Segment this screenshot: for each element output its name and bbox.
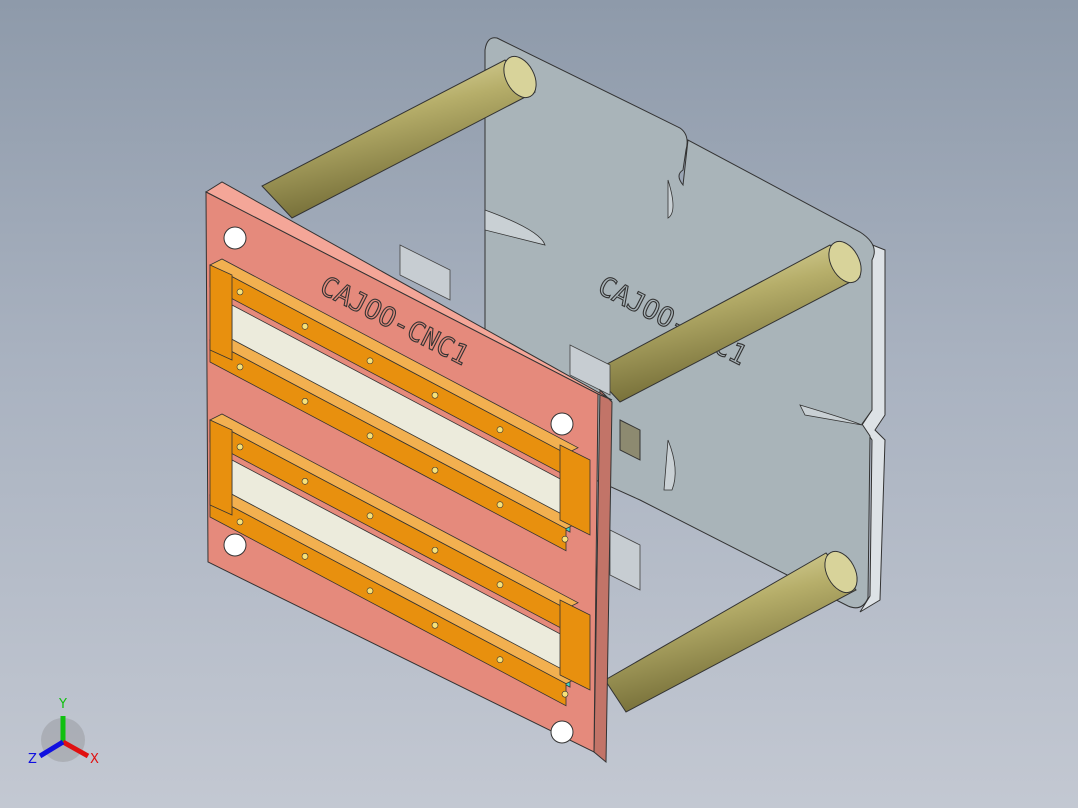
screw-hole [366, 357, 374, 365]
y-axis-label: Y [58, 697, 67, 712]
guide-rod-middle[interactable] [591, 236, 868, 403]
screw-hole [431, 621, 439, 629]
x-axis-arrow [61, 739, 90, 759]
screw-hole [431, 391, 439, 399]
end-block-right [559, 599, 591, 691]
screw-hole [301, 553, 309, 560]
rail-assembly-2[interactable] [209, 413, 591, 707]
screw-hole [496, 581, 504, 589]
guide-rod-top[interactable] [261, 51, 543, 219]
guide-rods [261, 51, 868, 713]
screw-hole [366, 587, 374, 595]
screw-hole [301, 398, 309, 405]
screw-hole [236, 443, 244, 451]
screw-hole [496, 501, 504, 509]
screw-hole [431, 546, 439, 554]
screw-hole [301, 478, 309, 485]
end-block-right [559, 444, 591, 536]
screw-hole [366, 512, 374, 520]
lower-rail [209, 494, 567, 707]
rail-assemblies [209, 258, 591, 707]
x-axis-label: X [90, 752, 99, 767]
guide-rod-bottom[interactable] [604, 546, 864, 713]
screw-hole [366, 432, 374, 440]
screw-hole [301, 323, 309, 330]
screw-hole [561, 690, 569, 698]
screw-hole [236, 363, 244, 371]
guide-rod-back-bottom[interactable] [619, 419, 641, 461]
screw-hole [496, 656, 504, 664]
end-block-left [209, 419, 233, 516]
axis-triad: Y X Z [28, 697, 99, 767]
screw-hole [561, 535, 569, 543]
z-axis-label: Z [28, 752, 37, 767]
screw-hole [431, 466, 439, 474]
screw-hole [496, 426, 504, 434]
inner-blocks [399, 244, 641, 591]
z-axis-arrow [38, 739, 65, 759]
screw-hole [236, 518, 244, 526]
screw-hole [236, 288, 244, 296]
lower-rail [209, 339, 567, 552]
rail-assembly-1[interactable] [209, 258, 591, 552]
end-block-left [209, 264, 233, 361]
